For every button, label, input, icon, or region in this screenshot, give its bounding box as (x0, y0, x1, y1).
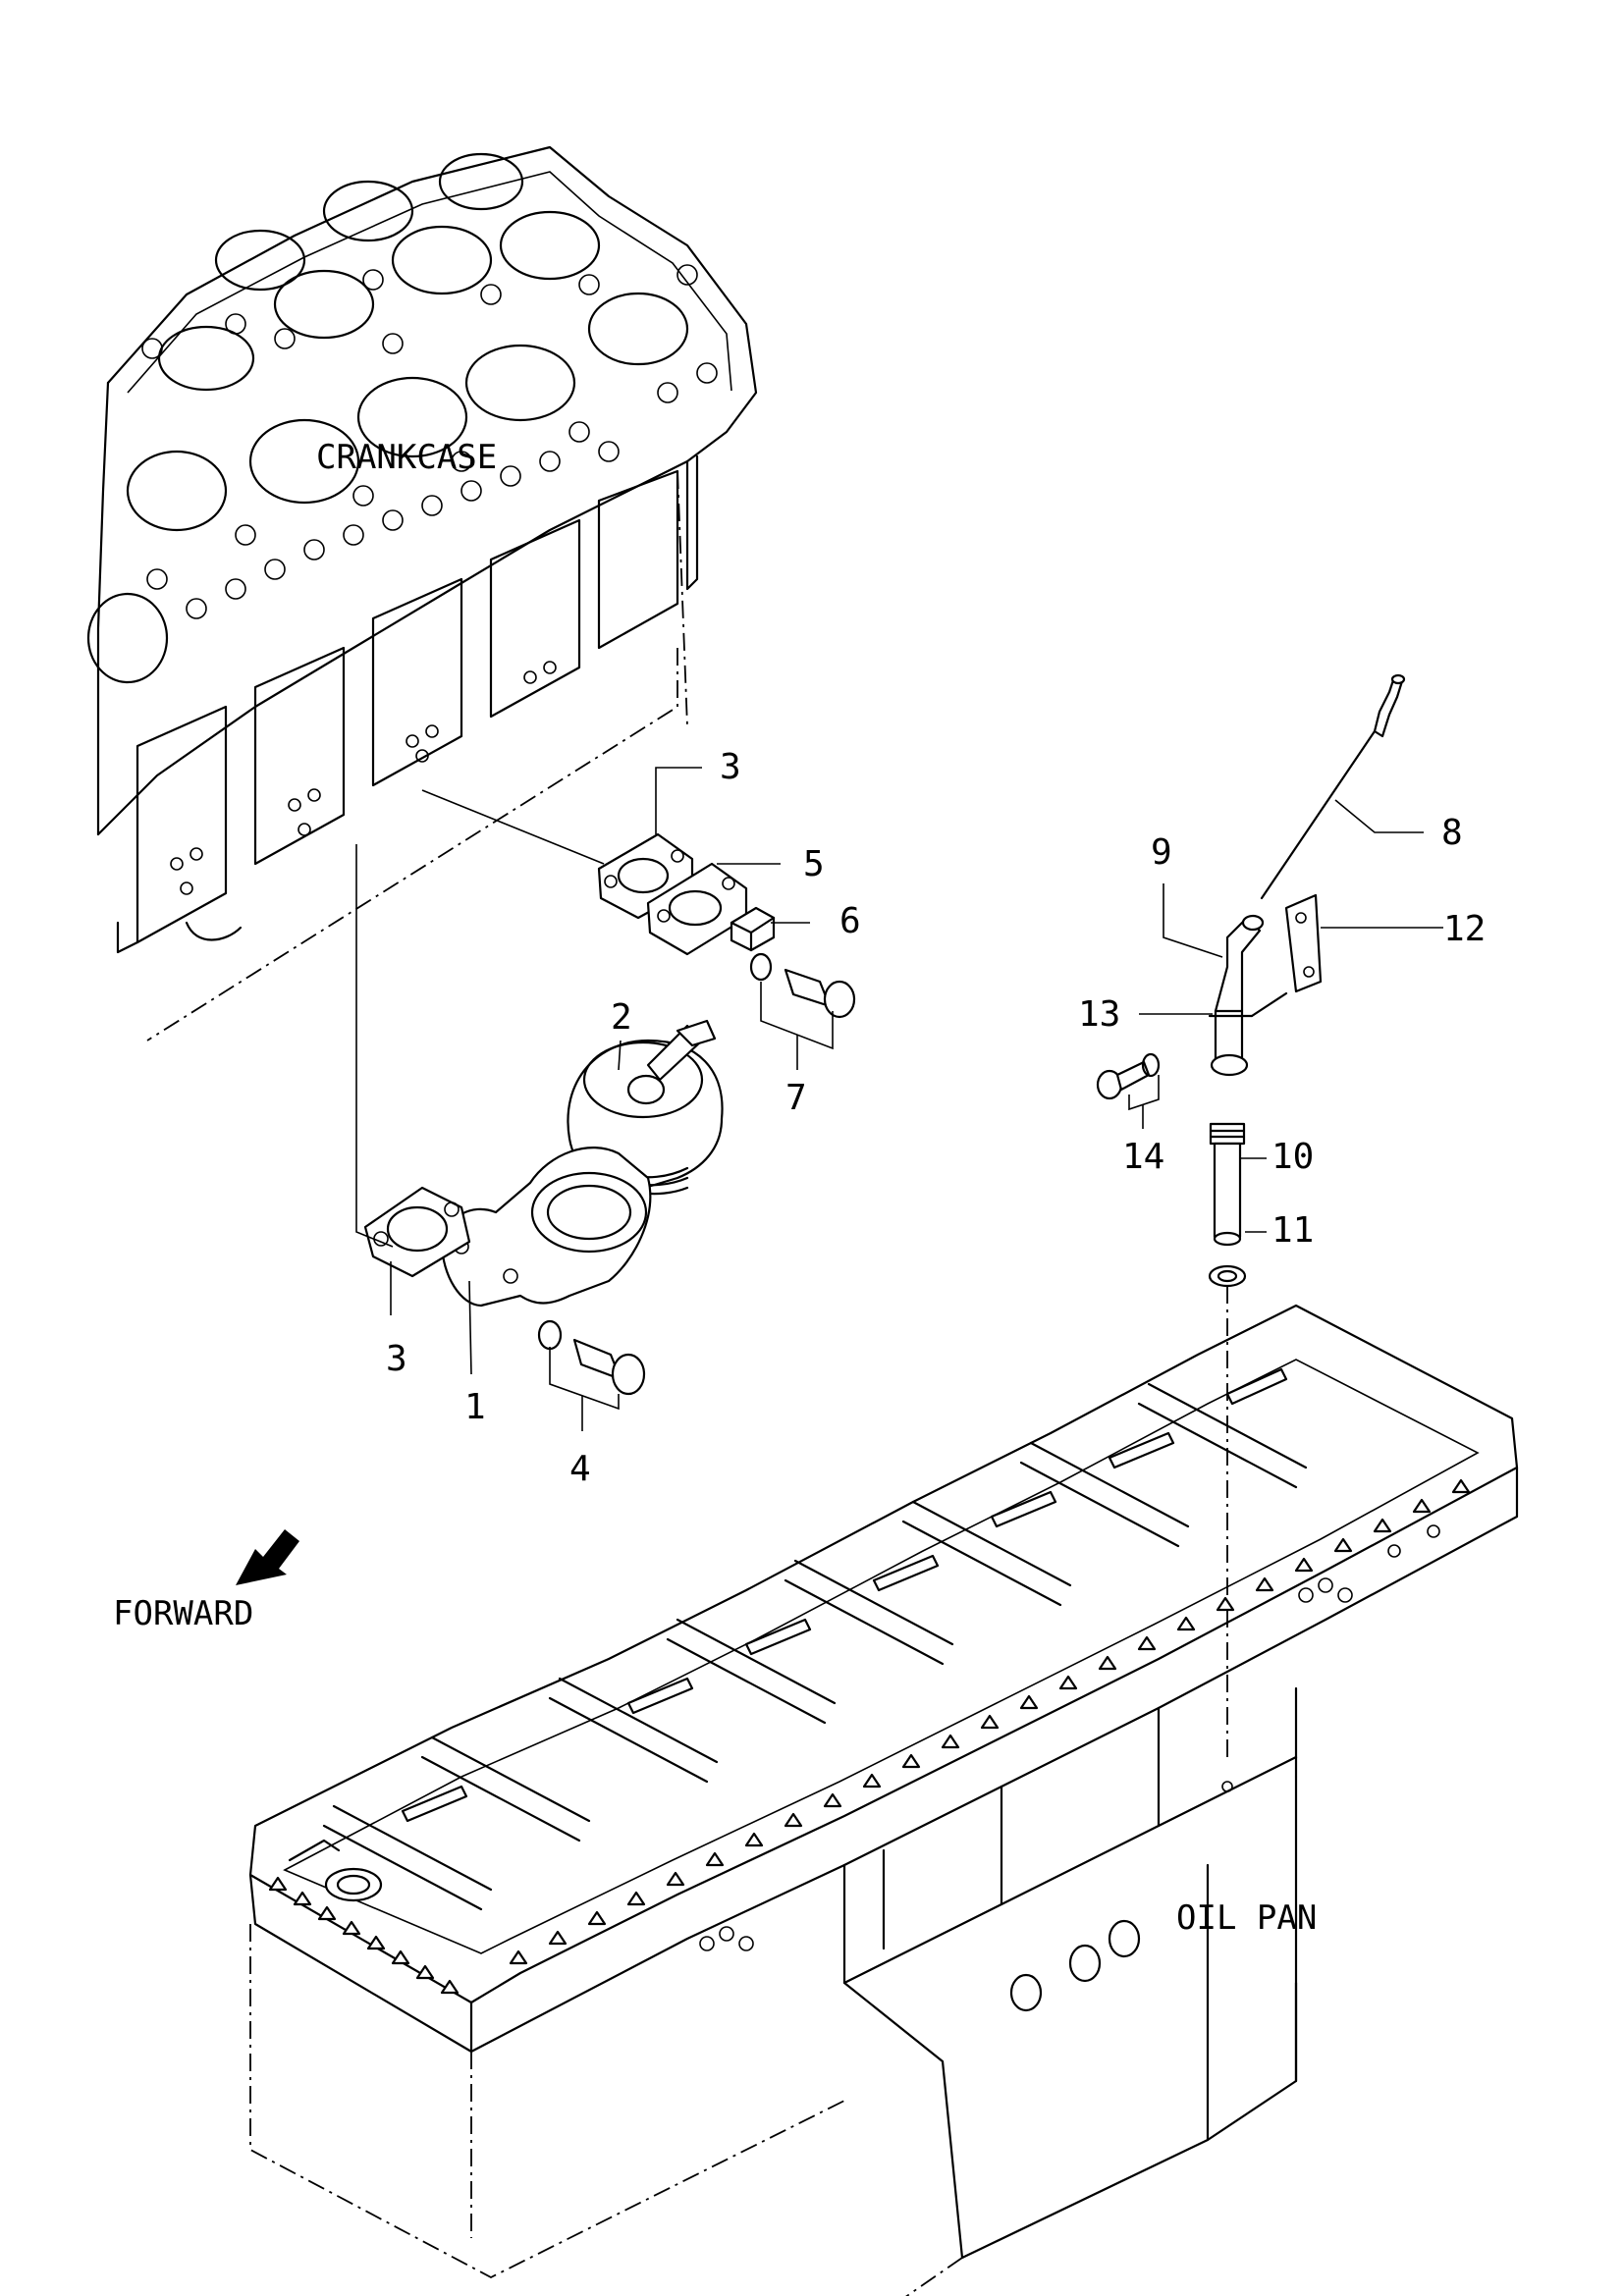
part-14-bolt (1096, 1052, 1161, 1100)
callout-8: 8 (1441, 813, 1463, 853)
part-12-bracket (1284, 893, 1323, 993)
forward-arrow-icon (236, 1529, 299, 1585)
callout-3-upper: 3 (720, 747, 741, 787)
part-9-upper-guide-tube (1210, 914, 1265, 1077)
part-3-lower-gasket (363, 1186, 471, 1278)
part-7-bolt (749, 952, 856, 1019)
crankcase-label: CRANKCASE (316, 438, 497, 477)
callout-6: 6 (839, 901, 861, 941)
part-1-suction-elbow (440, 1147, 652, 1308)
callout-7: 7 (785, 1078, 807, 1118)
callout-13: 13 (1078, 994, 1120, 1035)
part-4-bolt (537, 1319, 646, 1396)
callout-4: 4 (569, 1449, 591, 1489)
callout-1: 1 (464, 1387, 486, 1427)
part-10-lower-guide-tube (1209, 1122, 1246, 1247)
forward-label: FORWARD (113, 1594, 253, 1633)
callout-11: 11 (1271, 1210, 1314, 1251)
callout-9: 9 (1151, 832, 1172, 873)
part-13-clip (1208, 991, 1288, 1018)
callout-5: 5 (803, 844, 825, 884)
part-8-dipstick (1260, 673, 1406, 900)
oil-pan-label: OIL PAN (1176, 1898, 1317, 1938)
callout-14: 14 (1122, 1137, 1164, 1177)
part-6-plug (730, 906, 776, 952)
callout-12: 12 (1443, 909, 1486, 949)
part-11-washer (1208, 1264, 1247, 1288)
callout-2: 2 (611, 997, 632, 1038)
callout-3-lower: 3 (386, 1339, 407, 1379)
oil-pan (248, 1304, 1519, 2296)
callout-10: 10 (1271, 1137, 1314, 1177)
leader-lines (390, 767, 1443, 1431)
crankcase-block (86, 145, 758, 1041)
